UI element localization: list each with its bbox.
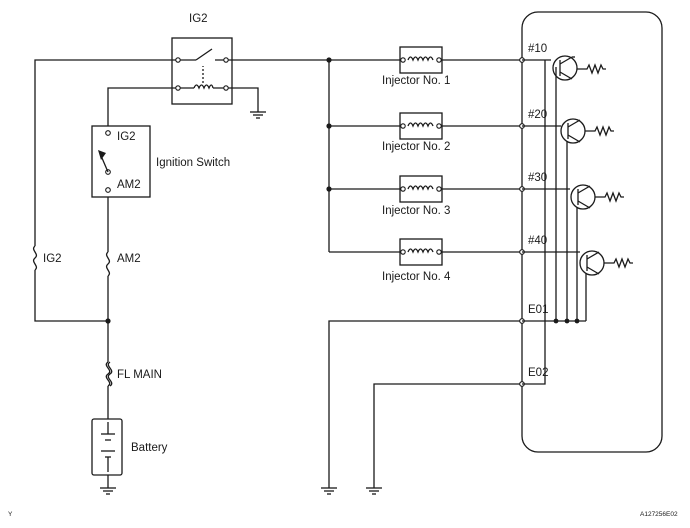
junction-dot (105, 318, 111, 324)
battery: Battery (91, 418, 168, 476)
ecm-box: #10 #20 #30 #40 E01 E02 (519, 11, 663, 453)
switch-am2-label: AM2 (117, 179, 141, 191)
injector-1-label: Injector No. 1 (382, 75, 450, 87)
terminal-20-label: #20 (528, 109, 547, 121)
injector-no3: Injector No. 3 (382, 175, 450, 217)
injector-3-label: Injector No. 3 (382, 205, 450, 217)
corner-code: Y (8, 511, 13, 518)
injector-4-label: Injector No. 4 (382, 271, 451, 283)
injector-no4: Injector No. 4 (382, 238, 451, 283)
injector-no2: Injector No. 2 (382, 112, 450, 153)
injector-no1: Injector No. 1 (382, 46, 450, 87)
power-supply-circuit (32, 59, 172, 488)
ignition-switch-label: Ignition Switch (156, 157, 230, 169)
terminal-30-label: #30 (528, 172, 547, 184)
ig2-relay: IG2 (171, 13, 233, 105)
ecm-internal-circuit (522, 55, 633, 385)
ecm-ground-wires (321, 320, 522, 495)
terminal-10-label: #10 (528, 43, 547, 55)
fl-main-label: FL MAIN (117, 369, 162, 381)
switch-ig2-label: IG2 (117, 131, 136, 143)
fl-main-fuse: FL MAIN (105, 361, 162, 387)
battery-label: Battery (131, 442, 168, 454)
terminal-40-label: #40 (528, 235, 547, 247)
injector-2-label: Injector No. 2 (382, 141, 450, 153)
terminal-e02-label: E02 (528, 367, 548, 379)
am2-fuse-label: AM2 (117, 253, 141, 265)
injector-bus (232, 57, 522, 253)
ignition-switch: IG2 AM2 Ignition Switch (91, 125, 230, 198)
figure-id: A127256E02 (640, 511, 678, 518)
relay-ground (232, 87, 266, 119)
battery-ground (100, 487, 116, 495)
terminal-e01-label: E01 (528, 304, 548, 316)
ig2-fuse-label: IG2 (43, 253, 62, 265)
ig2-relay-label: IG2 (189, 13, 208, 25)
